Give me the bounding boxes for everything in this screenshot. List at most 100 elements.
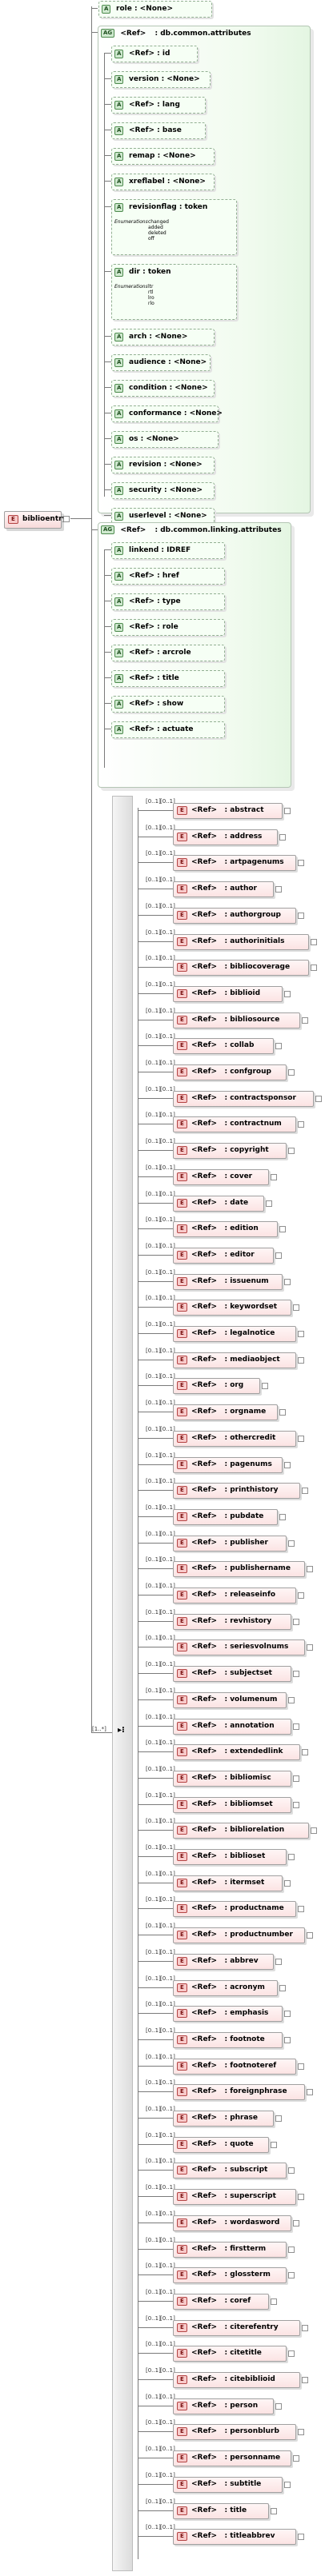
element-address[interactable]: E<Ref> : address (173, 829, 278, 845)
expand-toggle[interactable] (266, 1200, 272, 1207)
expand-toggle[interactable] (288, 1148, 295, 1154)
element-title[interactable]: E<Ref> : title (173, 2503, 269, 2519)
element-quote[interactable]: E<Ref> : quote (173, 2137, 269, 2153)
expand-toggle[interactable] (293, 1802, 299, 1808)
expand-toggle[interactable] (279, 834, 286, 841)
expand-toggle[interactable] (284, 2037, 291, 2043)
linking-attribute-item[interactable]: A<Ref> : title (111, 670, 225, 687)
element-editor[interactable]: E<Ref> : editor (173, 1248, 274, 1264)
expand-toggle[interactable] (275, 1043, 282, 1049)
expand-toggle[interactable] (307, 1566, 313, 1572)
element-citetitle[interactable]: E<Ref> : citetitle (173, 2346, 287, 2362)
expand-toggle[interactable] (307, 1932, 313, 1939)
linking-attribute-item[interactable]: A<Ref> : actuate (111, 721, 225, 738)
element-citebiblioid[interactable]: E<Ref> : citebiblioid (173, 2372, 300, 2388)
expand-toggle[interactable] (288, 2167, 295, 2174)
expand-toggle[interactable] (262, 1383, 268, 1389)
expand-toggle[interactable] (271, 1174, 277, 1180)
element-bibliorelation[interactable]: E<Ref> : bibliorelation (173, 1823, 309, 1839)
expand-toggle[interactable] (284, 2011, 291, 2017)
element-confgroup[interactable]: E<Ref> : confgroup (173, 1064, 287, 1080)
expand-toggle[interactable] (307, 1644, 313, 1651)
element-footnote[interactable]: E<Ref> : footnote (173, 2032, 283, 2048)
element-orgname[interactable]: E<Ref> : orgname (173, 1404, 278, 1420)
expand-toggle[interactable] (288, 2350, 295, 2357)
element-org[interactable]: E<Ref> : org (173, 1378, 260, 1394)
expand-toggle[interactable] (293, 1671, 299, 1677)
element-pubdate[interactable]: E<Ref> : pubdate (173, 1509, 278, 1525)
element-collab[interactable]: E<Ref> : collab (173, 1038, 274, 1054)
expand-toggle[interactable] (288, 1697, 295, 1703)
element-glossterm[interactable]: E<Ref> : glossterm (173, 2267, 287, 2283)
element-coref[interactable]: E<Ref> : coref (173, 2294, 269, 2310)
expand-toggle[interactable] (293, 1304, 299, 1311)
element-foreignphrase[interactable]: E<Ref> : foreignphrase (173, 2084, 305, 2100)
expand-toggle[interactable] (284, 1279, 291, 1285)
linking-attribute-item[interactable]: A<Ref> : type (111, 593, 225, 610)
element-bibliomisc[interactable]: E<Ref> : bibliomisc (173, 1771, 291, 1787)
expand-toggle[interactable] (298, 1121, 304, 1128)
expand-toggle[interactable] (288, 1069, 295, 1076)
element-date[interactable]: E<Ref> : date (173, 1196, 264, 1212)
element-publishername[interactable]: E<Ref> : publishername (173, 1561, 305, 1577)
expand-toggle[interactable] (307, 2089, 313, 2095)
element-wordasword[interactable]: E<Ref> : wordasword (173, 2215, 291, 2231)
element-authorgroup[interactable]: E<Ref> : authorgroup (173, 908, 296, 924)
element-subscript[interactable]: E<Ref> : subscript (173, 2163, 287, 2179)
expand-toggle[interactable] (275, 886, 282, 893)
expand-toggle[interactable] (302, 2325, 308, 2331)
element-volumenum[interactable]: E<Ref> : volumenum (173, 1692, 287, 1708)
choice-compositor[interactable] (112, 796, 133, 2571)
expand-toggle[interactable] (293, 2455, 299, 2462)
element-contractnum[interactable]: E<Ref> : contractnum (173, 1116, 296, 1132)
element-subtitle[interactable]: E<Ref> : subtitle (173, 2477, 283, 2493)
element-biblioid[interactable]: E<Ref> : biblioid (173, 986, 283, 1002)
element-seriesvolnums[interactable]: E<Ref> : seriesvolnums (173, 1639, 305, 1655)
element-productname[interactable]: E<Ref> : productname (173, 1901, 296, 1917)
expand-toggle[interactable] (275, 2403, 282, 2410)
attribute-role[interactable]: A role : <None> (98, 1, 212, 18)
expand-toggle[interactable] (275, 1959, 282, 1965)
attribute-item[interactable]: A<Ref> : base (111, 122, 207, 139)
element-legalnotice[interactable]: E<Ref> : legalnotice (173, 1326, 296, 1342)
element-emphasis[interactable]: E<Ref> : emphasis (173, 2006, 283, 2022)
linking-attribute-item[interactable]: A<Ref> : role (111, 619, 225, 636)
expand-toggle[interactable] (279, 1514, 286, 1520)
expand-toggle[interactable] (298, 1436, 304, 1442)
expand-toggle[interactable] (275, 1252, 282, 1259)
expand-toggle[interactable] (293, 1619, 299, 1625)
expand-toggle[interactable] (311, 1827, 317, 1834)
element-author[interactable]: E<Ref> : author (173, 881, 274, 897)
expand-toggle[interactable] (298, 2194, 304, 2200)
expand-toggle[interactable] (288, 1854, 295, 1860)
expand-toggle[interactable] (288, 2272, 295, 2278)
element-acronym[interactable]: E<Ref> : acronym (173, 1980, 278, 1996)
expand-toggle[interactable] (279, 1409, 286, 1416)
element-pagenums[interactable]: E<Ref> : pagenums (173, 1457, 283, 1473)
expand-toggle[interactable] (284, 808, 291, 814)
expand-toggle[interactable] (298, 913, 304, 919)
expand-toggle[interactable] (298, 1592, 304, 1599)
expand-toggle[interactable] (284, 1462, 291, 1468)
element-bibliomset[interactable]: E<Ref> : bibliomset (173, 1797, 291, 1813)
expand-toggle[interactable] (298, 2534, 304, 2540)
expand-toggle[interactable] (311, 965, 317, 971)
expand-toggle[interactable] (271, 2142, 277, 2148)
expand-toggle[interactable] (298, 1331, 304, 1337)
element-bibliocoverage[interactable]: E<Ref> : bibliocoverage (173, 960, 309, 976)
element-printhistory[interactable]: E<Ref> : printhistory (173, 1483, 300, 1499)
element-copyright[interactable]: E<Ref> : copyright (173, 1143, 287, 1159)
element-contractsponsor[interactable]: E<Ref> : contractsponsor (173, 1091, 314, 1107)
linking-attribute-item[interactable]: A<Ref> : href (111, 568, 225, 585)
element-cover[interactable]: E<Ref> : cover (173, 1169, 269, 1185)
